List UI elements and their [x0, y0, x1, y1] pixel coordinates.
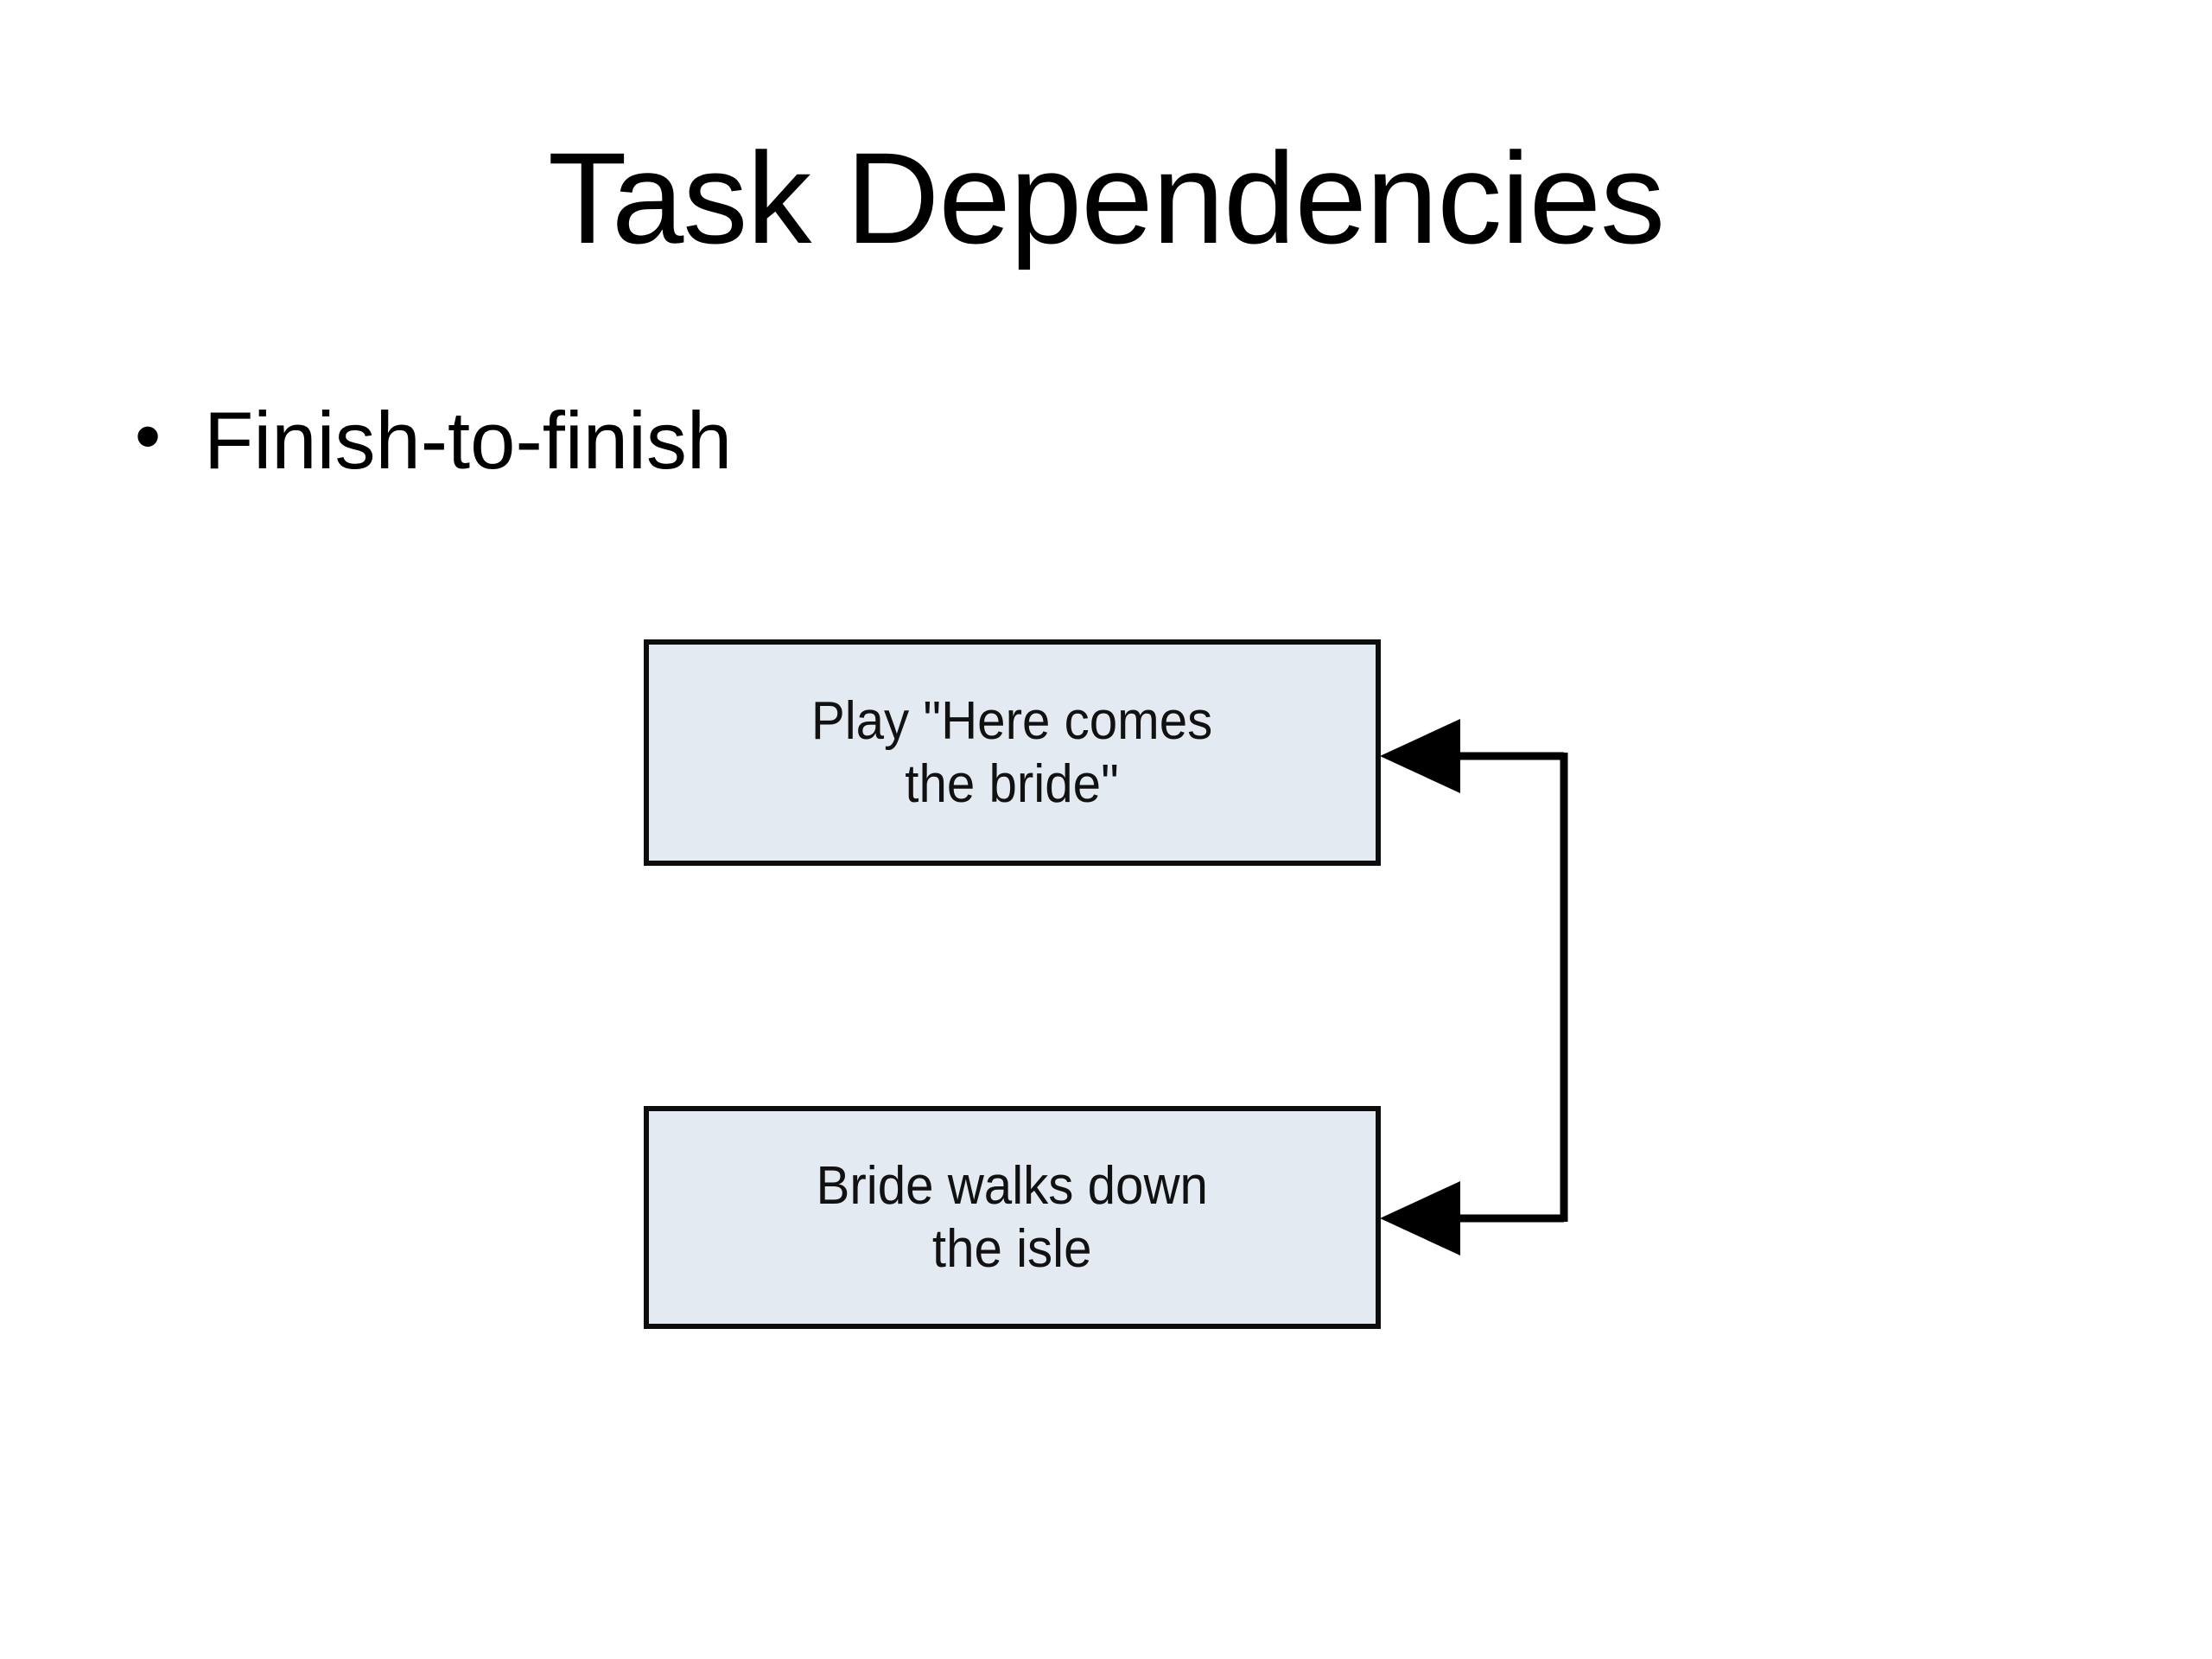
- task-box-label: Bride walks down the isle: [816, 1155, 1209, 1279]
- page-title: Task Dependencies: [547, 125, 1665, 270]
- task-box-bride-walks-down-the-isle[interactable]: Bride walks down the isle: [644, 1106, 1381, 1329]
- list-item: • Finish-to-finish: [130, 399, 2031, 482]
- bullet-dot-icon: •: [135, 395, 162, 478]
- arrowhead-to-task-2-icon: [1380, 1181, 1460, 1255]
- arrowhead-to-task-1-icon: [1380, 719, 1460, 793]
- task-box-label: Play "Here comes the bride": [811, 690, 1213, 814]
- bullet-list: • Finish-to-finish: [130, 399, 2031, 494]
- bullet-item-label: Finish-to-finish: [204, 395, 733, 486]
- task-box-play-here-comes-the-bride[interactable]: Play "Here comes the bride": [644, 639, 1381, 866]
